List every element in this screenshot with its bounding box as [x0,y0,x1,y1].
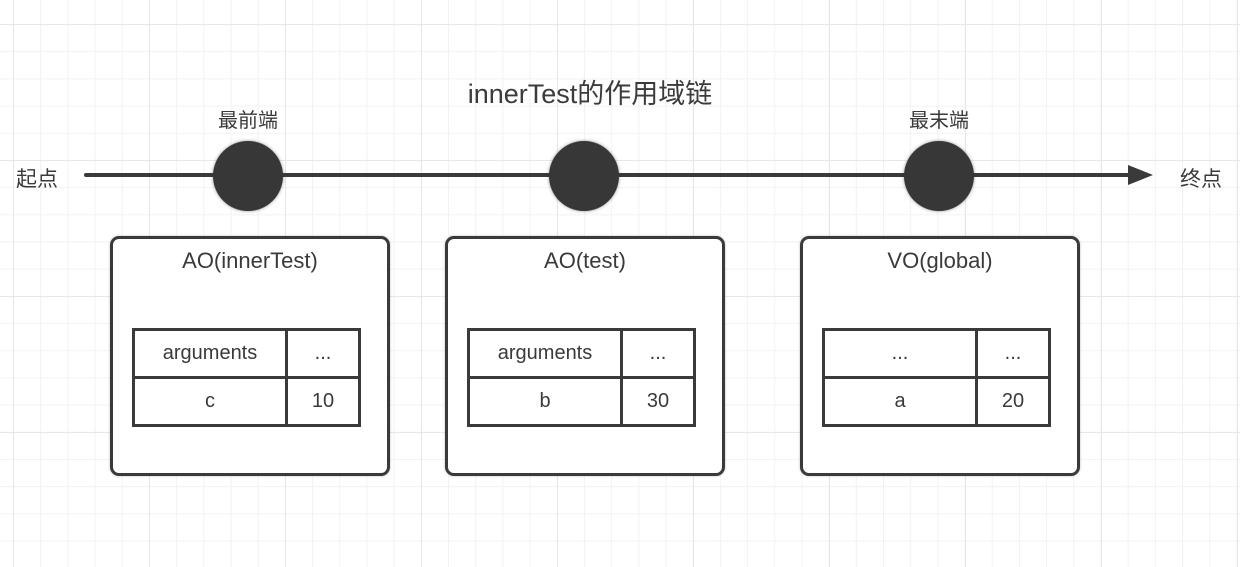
var-name-cell: arguments [132,328,288,379]
back-node-label: 最末端 [909,110,969,132]
vars-table: arguments ... c 10 [132,328,361,427]
axis-start-label: 起点 [16,168,58,191]
vars-table: arguments ... b 30 [467,328,696,427]
table-row: b 30 [467,376,696,427]
var-name-cell: arguments [467,328,623,379]
var-value-cell: ... [285,328,361,379]
scope-box-title: VO(global) [887,248,993,273]
axis-end-label: 终点 [1180,168,1222,191]
var-value-cell: ... [975,328,1051,379]
front-node-label: 最前端 [218,110,278,132]
var-name-cell: b [467,376,623,427]
scope-box-ao-test: AO(test) arguments ... b 30 [445,236,725,476]
table-row: ... ... [822,328,1051,379]
var-value-cell: 10 [285,376,361,427]
scope-node-circle-test [549,141,619,211]
arrow-head-icon [1128,165,1153,185]
table-row: arguments ... [467,328,696,379]
var-value-cell: ... [620,328,696,379]
var-value-cell: 30 [620,376,696,427]
table-row: arguments ... [132,328,361,379]
table-row: a 20 [822,376,1051,427]
var-name-cell: a [822,376,978,427]
var-name-cell: c [132,376,288,427]
table-row: c 10 [132,376,361,427]
scope-node-circle-innertest [213,141,283,211]
var-name-cell: ... [822,328,978,379]
vars-table: ... ... a 20 [822,328,1051,427]
page-title: innerTest的作用域链 [467,79,713,109]
scope-box-vo-global: VO(global) ... ... a 20 [800,236,1080,476]
scope-box-title: AO(test) [544,248,626,273]
var-value-cell: 20 [975,376,1051,427]
scope-box-title: AO(innerTest) [182,248,318,273]
scope-box-ao-innertest: AO(innerTest) arguments ... c 10 [110,236,390,476]
scope-node-circle-global [904,141,974,211]
